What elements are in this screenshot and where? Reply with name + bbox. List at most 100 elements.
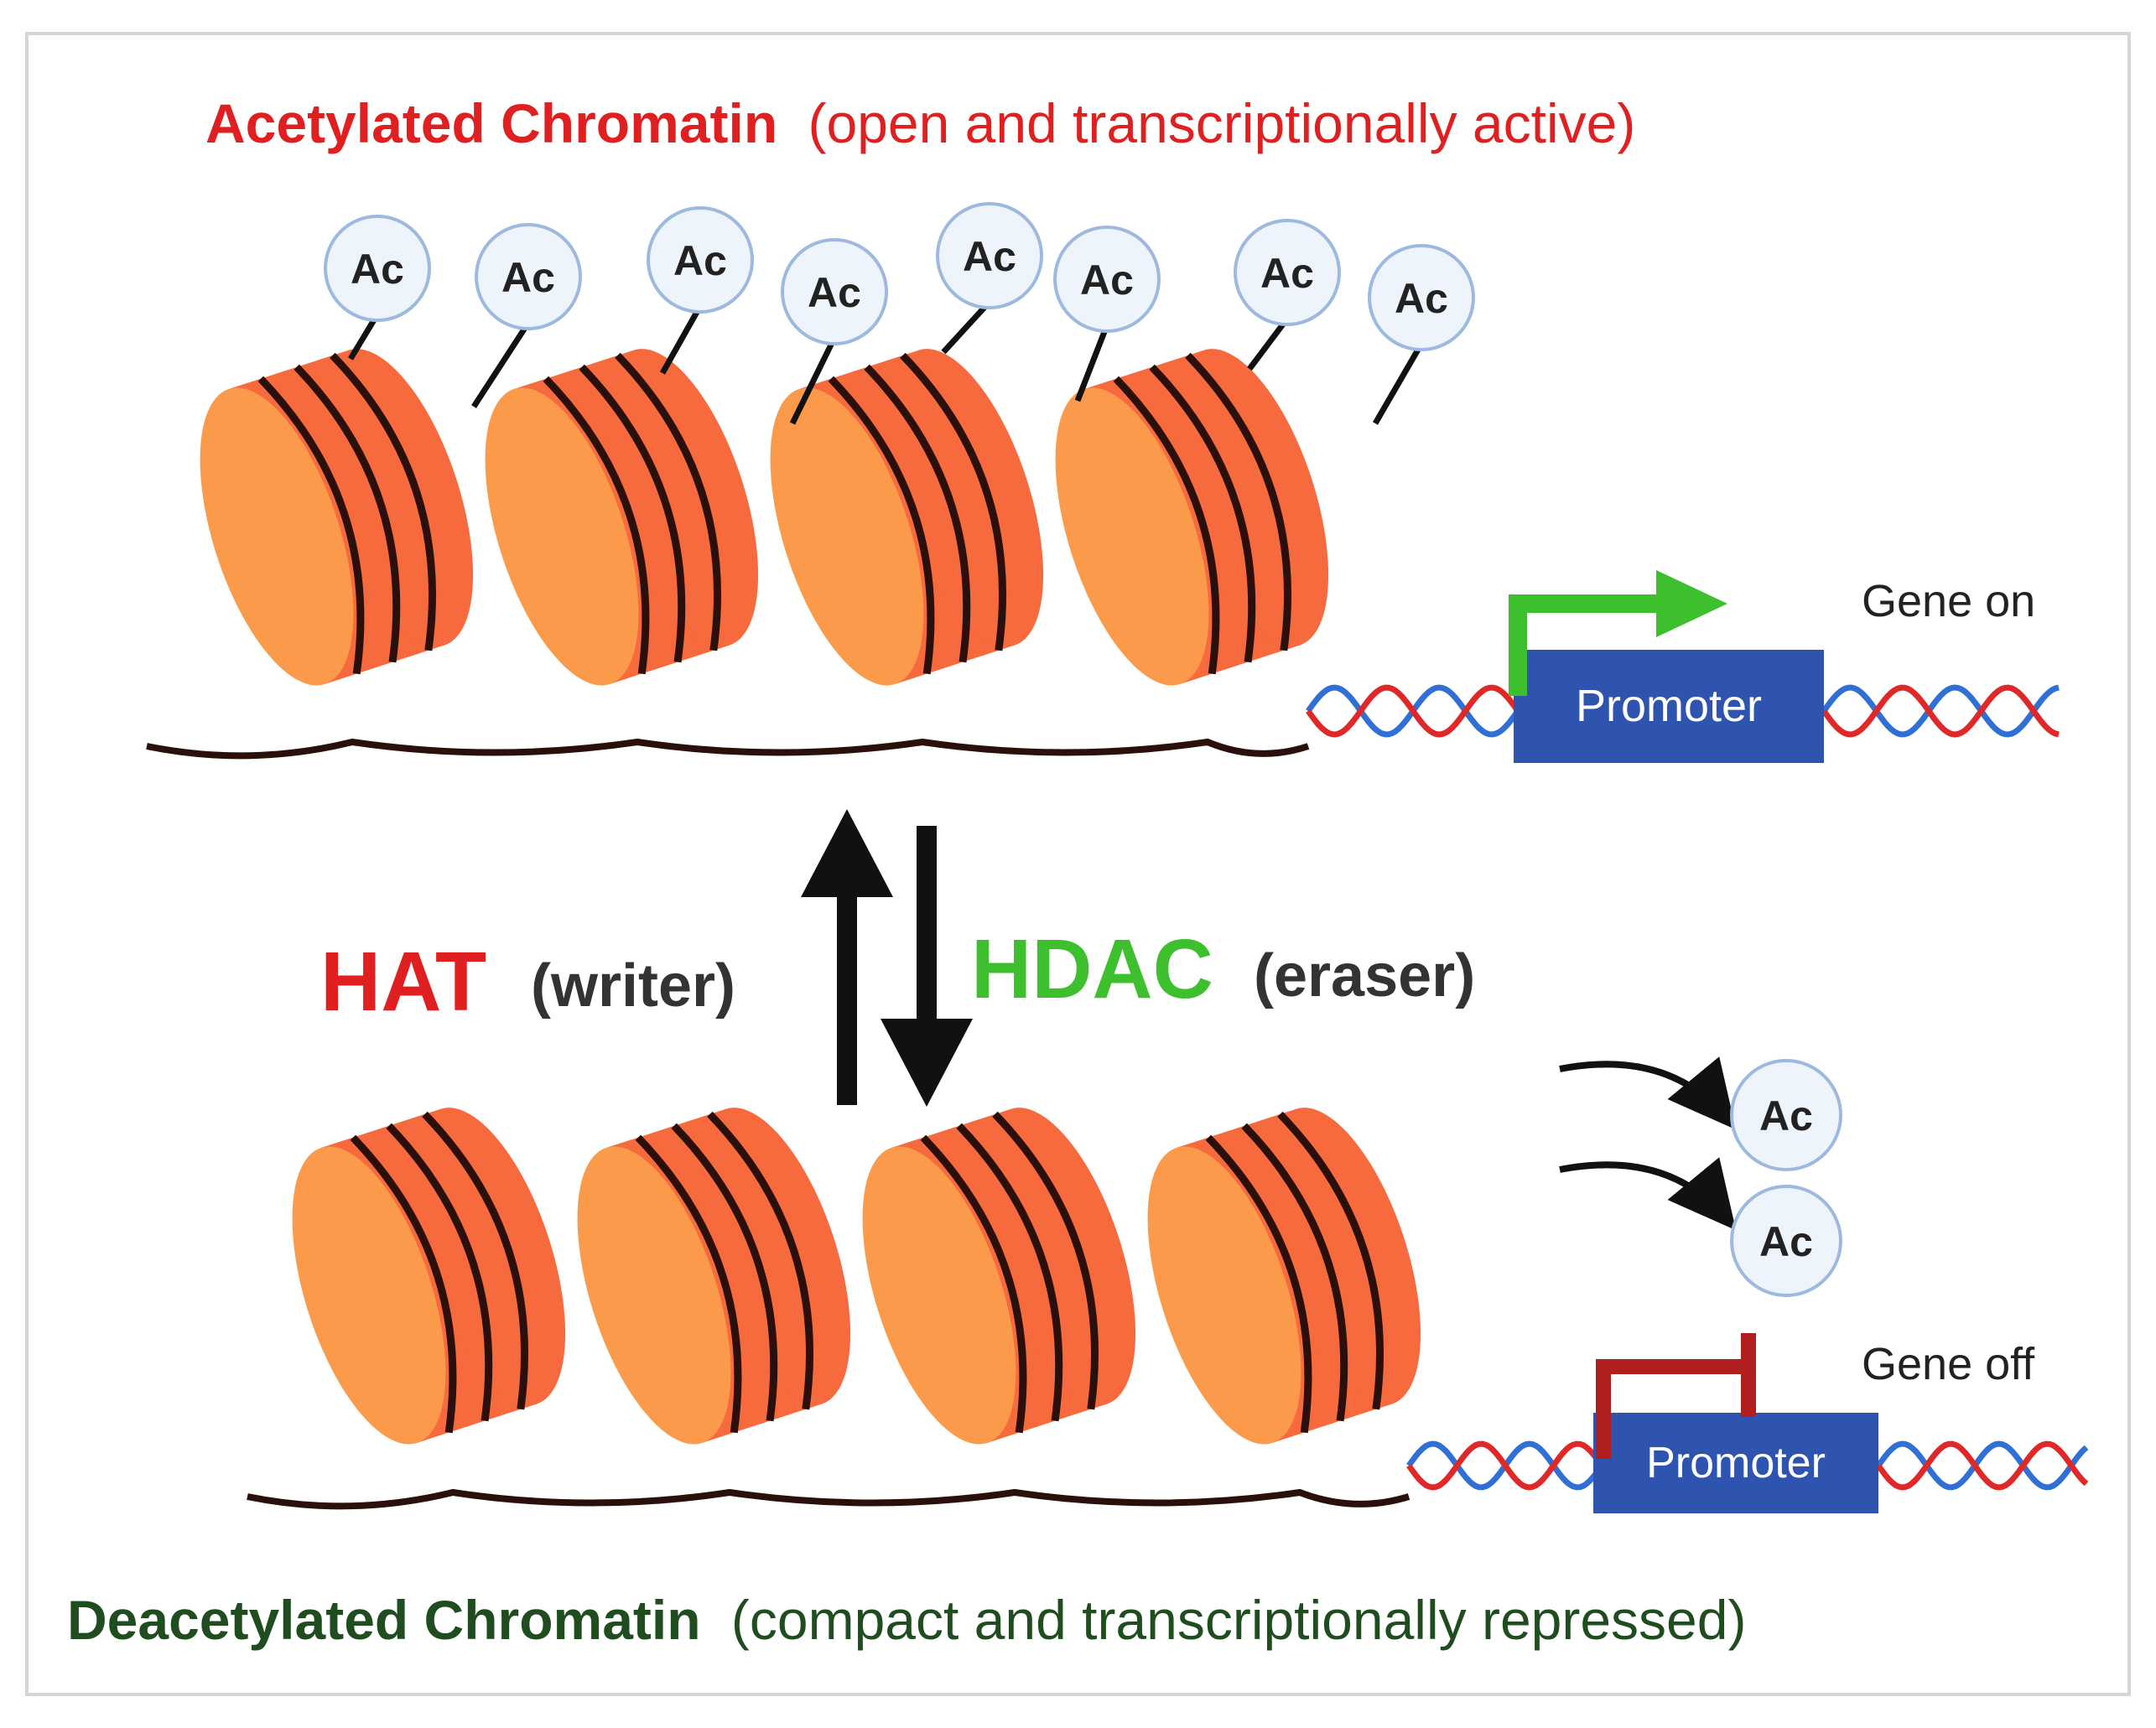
histone-front-face (1055, 387, 1209, 686)
dna-wrap (257, 376, 365, 675)
histone-front-face (577, 1146, 731, 1445)
histone-front-face (1147, 1146, 1301, 1445)
bottom-right-strand-blue (1876, 1440, 2089, 1491)
bottom-nucleosome-array (247, 1108, 1421, 1510)
histone-front-face (770, 387, 924, 686)
dna-wrap (671, 1123, 778, 1422)
dna-wrap (864, 364, 971, 663)
top-left-strand-red (1306, 684, 1519, 738)
acetyl-tail (1074, 324, 1110, 402)
promoter-bottom: Promoter (1593, 1413, 1878, 1513)
promoter-label-top: Promoter (1576, 681, 1762, 731)
acetyl-group-top-2: Ac (475, 223, 582, 330)
acetyl-tail (659, 304, 704, 375)
bottom-title-rest: (compact and transcriptionally repressed… (731, 1589, 1747, 1651)
top-nucleosome-2 (485, 349, 759, 686)
transcription-arrow-icon (1509, 570, 1727, 696)
acetyl-group-top-3: Ac (647, 206, 754, 314)
histone-front-face (200, 387, 354, 686)
bottom-left-strand-red (1406, 1440, 1599, 1491)
dna-wrap (1205, 1134, 1312, 1434)
hat-arrow-up-icon (801, 809, 893, 1105)
bottom-left-strand-blue (1406, 1440, 1599, 1491)
acetyl-label: Ac (351, 246, 404, 293)
dna-wrap (956, 1123, 1063, 1422)
acetyl-tail (1247, 316, 1290, 371)
dna-wrap (386, 1123, 493, 1422)
gene-off-label: Gene off (1862, 1339, 2035, 1389)
dna-helix-bottom (1406, 1440, 2089, 1491)
acetyl-label: Ac (1759, 1092, 1813, 1139)
promoter-box-top (1514, 650, 1824, 763)
bottom-nucleosome-2 (577, 1108, 851, 1445)
dna-wrap (992, 1111, 1099, 1410)
acetyl-group-released-1: Ac (1730, 1059, 1842, 1171)
acetyl-label: Ac (501, 254, 555, 301)
acetyl-label: Ac (1395, 275, 1448, 322)
bottom-linker-dna (247, 1488, 1410, 1510)
dna-helix-top (1306, 684, 2060, 738)
bottom-nucleosome-3 (862, 1108, 1136, 1445)
acetyl-tail (789, 336, 838, 425)
hat-role-label: (writer) (531, 952, 735, 1020)
acetyl-group-top-8: Ac (1368, 244, 1475, 351)
top-right-strand-blue (1821, 684, 2060, 738)
hat-label: HAT (320, 935, 486, 1029)
dna-wrap (1149, 364, 1256, 663)
top-title: Acetylated Chromatin (open and transcrip… (205, 92, 1635, 154)
top-nucleosome-3 (770, 349, 1044, 686)
dna-wrap (543, 376, 650, 675)
top-title-rest: (open and transcriptionally active) (808, 92, 1635, 154)
acetyl-group-top-7: Ac (1234, 219, 1341, 326)
promoter-label-bottom: Promoter (1646, 1439, 1826, 1487)
hdac-label: HDAC (971, 922, 1213, 1016)
dna-wrap (1241, 1123, 1348, 1422)
histone-front-face (862, 1146, 1016, 1445)
top-nucleosome-array (146, 349, 1329, 760)
dna-wrap (900, 352, 1006, 651)
released-acetyl-arrows (1559, 1056, 1737, 1231)
acetyl-tail (941, 299, 992, 355)
top-linker-dna (146, 738, 1310, 760)
histone-front-face (485, 387, 639, 686)
hdac-arrow-down-icon (881, 826, 973, 1107)
dna-wrap (635, 1134, 742, 1434)
promoter-top: Promoter (1514, 650, 1824, 763)
dna-wrap (920, 1134, 1027, 1434)
dna-wrap (828, 376, 935, 675)
dna-wrap (350, 1134, 457, 1434)
bottom-right-strand-red (1876, 1440, 2089, 1491)
bottom-title: Deacetylated Chromatin (compact and tran… (67, 1589, 1746, 1651)
acetyl-group-top-5: Ac (936, 202, 1043, 309)
figure-frame (25, 32, 2131, 1696)
dna-wrap (579, 364, 686, 663)
dna-wrap (1277, 1111, 1384, 1410)
acetyl-tail (1372, 342, 1425, 425)
dna-wrap (707, 1111, 813, 1410)
histone-front-face (292, 1146, 446, 1445)
repression-symbol-icon (1596, 1333, 1756, 1459)
hdac-role-label: (eraser) (1254, 942, 1475, 1009)
acetyl-group-top-6: Ac (1053, 226, 1161, 333)
top-nucleosome-1 (200, 349, 474, 686)
acetyl-label: Ac (963, 233, 1016, 280)
top-nucleosome-4 (1055, 349, 1329, 686)
acetyl-tail (348, 313, 380, 361)
dna-wrap (330, 352, 436, 651)
acetyl-group-top-1: Ac (324, 215, 431, 322)
promoter-box-bottom (1593, 1413, 1878, 1513)
gene-on-label: Gene on (1862, 576, 2035, 626)
bottom-nucleosome-4 (1147, 1108, 1421, 1445)
top-right-strand-red (1821, 684, 2060, 738)
dna-wrap (615, 352, 721, 651)
acetyl-group-released-2: Ac (1730, 1185, 1842, 1297)
acetyl-group-top-4: Ac (781, 238, 888, 345)
dna-wrap (294, 364, 401, 663)
acetyl-label: Ac (808, 269, 861, 316)
top-title-bold: Acetylated Chromatin (205, 92, 777, 154)
acetyl-label: Ac (1759, 1218, 1813, 1265)
